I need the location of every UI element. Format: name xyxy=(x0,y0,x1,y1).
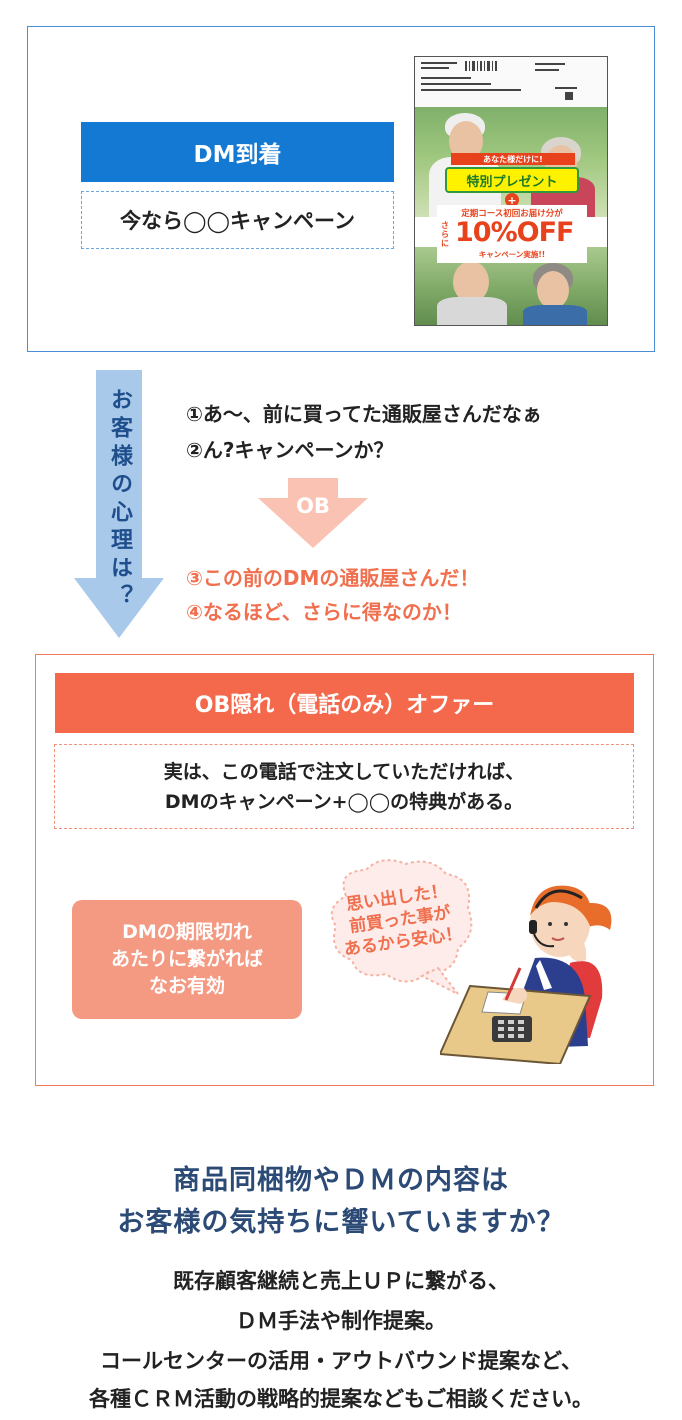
closing-body-line-1: 既存顧客継続と売上ＵＰに繋がる、 xyxy=(173,1269,509,1293)
speech-bubble-icon xyxy=(330,859,473,995)
ob-thought-3: ③この前のDMの通販屋さんだ！ xyxy=(186,566,480,590)
mailer-plus-icon: + xyxy=(505,193,519,207)
down-arrow-icon xyxy=(74,370,164,638)
mailer-address-area xyxy=(415,57,607,108)
dm-arrival-title: DM到着 xyxy=(81,122,394,182)
mailer-offer-panel xyxy=(437,205,587,263)
customer-psychology-label: お客様の心理は？ xyxy=(107,388,132,612)
dm-section-frame xyxy=(27,26,655,352)
mailer-discount: 10%OFF xyxy=(455,217,574,248)
ob-label: OB xyxy=(296,494,330,518)
ob-offer-title: OB隠れ（電話のみ）オファー xyxy=(55,673,634,733)
ob-offer-description: 実は、この電話で注文していただければ、 DMのキャンペーン+◯◯の特典がある。 xyxy=(54,744,634,829)
limit-line-2: あたりに繋がれば xyxy=(110,948,263,970)
closing-heading-line-2: お客様の気持ちに響いていますか？ xyxy=(117,1207,565,1238)
mailer-course-line: 定期コース初回お届け分が xyxy=(461,209,563,219)
mailer-sarani: さらに xyxy=(441,221,449,248)
mailer-banner: あなた様だけに! xyxy=(451,153,575,165)
phone-operator-illustration xyxy=(440,885,612,1064)
closing-body-line-3: コールセンターの活用・アウトバウンド提案など、 xyxy=(100,1349,582,1373)
closing-body-line-4: 各種ＣＲＭ活動の戦略的提案などもご相談ください。 xyxy=(89,1387,593,1411)
dm-limit-note: DMの期限切れ あたりに繋がれば なお有効 xyxy=(72,900,302,1019)
mailer-present-label: 特別プレゼント xyxy=(445,167,579,193)
mailer-campaign-line: キャンペーン実施!! xyxy=(478,250,546,259)
closing-body-line-2: ＤＭ手法や制作提案。 xyxy=(236,1309,446,1333)
dm-mailer-image: あなた様だけに! 特別プレゼント + 定期コース初回お届け分が さらに 10%O… xyxy=(414,56,608,326)
dm-campaign-label: 今なら◯◯キャンペーン xyxy=(81,191,394,249)
ob-desc-line-1: 実は、この電話で注文していただければ、 xyxy=(163,760,525,783)
thought-2: ②ん?キャンペーンか？ xyxy=(186,438,394,462)
limit-line-3: なお有効 xyxy=(148,975,225,997)
ob-desc-line-2: DMのキャンペーン+◯◯の特典がある。 xyxy=(164,790,524,813)
limit-line-1: DMの期限切れ xyxy=(122,921,252,943)
ob-thought-4: ④なるほど、さらに得なのか！ xyxy=(186,600,462,624)
ob-arrow-icon xyxy=(258,478,368,548)
barcode-icon xyxy=(421,61,577,100)
closing-heading-line-1: 商品同梱物やＤＭの内容は xyxy=(173,1165,509,1196)
thought-1: ①あ〜、前に買ってた通販屋さんだなぁ xyxy=(186,402,542,426)
ob-section-frame xyxy=(35,654,654,1086)
